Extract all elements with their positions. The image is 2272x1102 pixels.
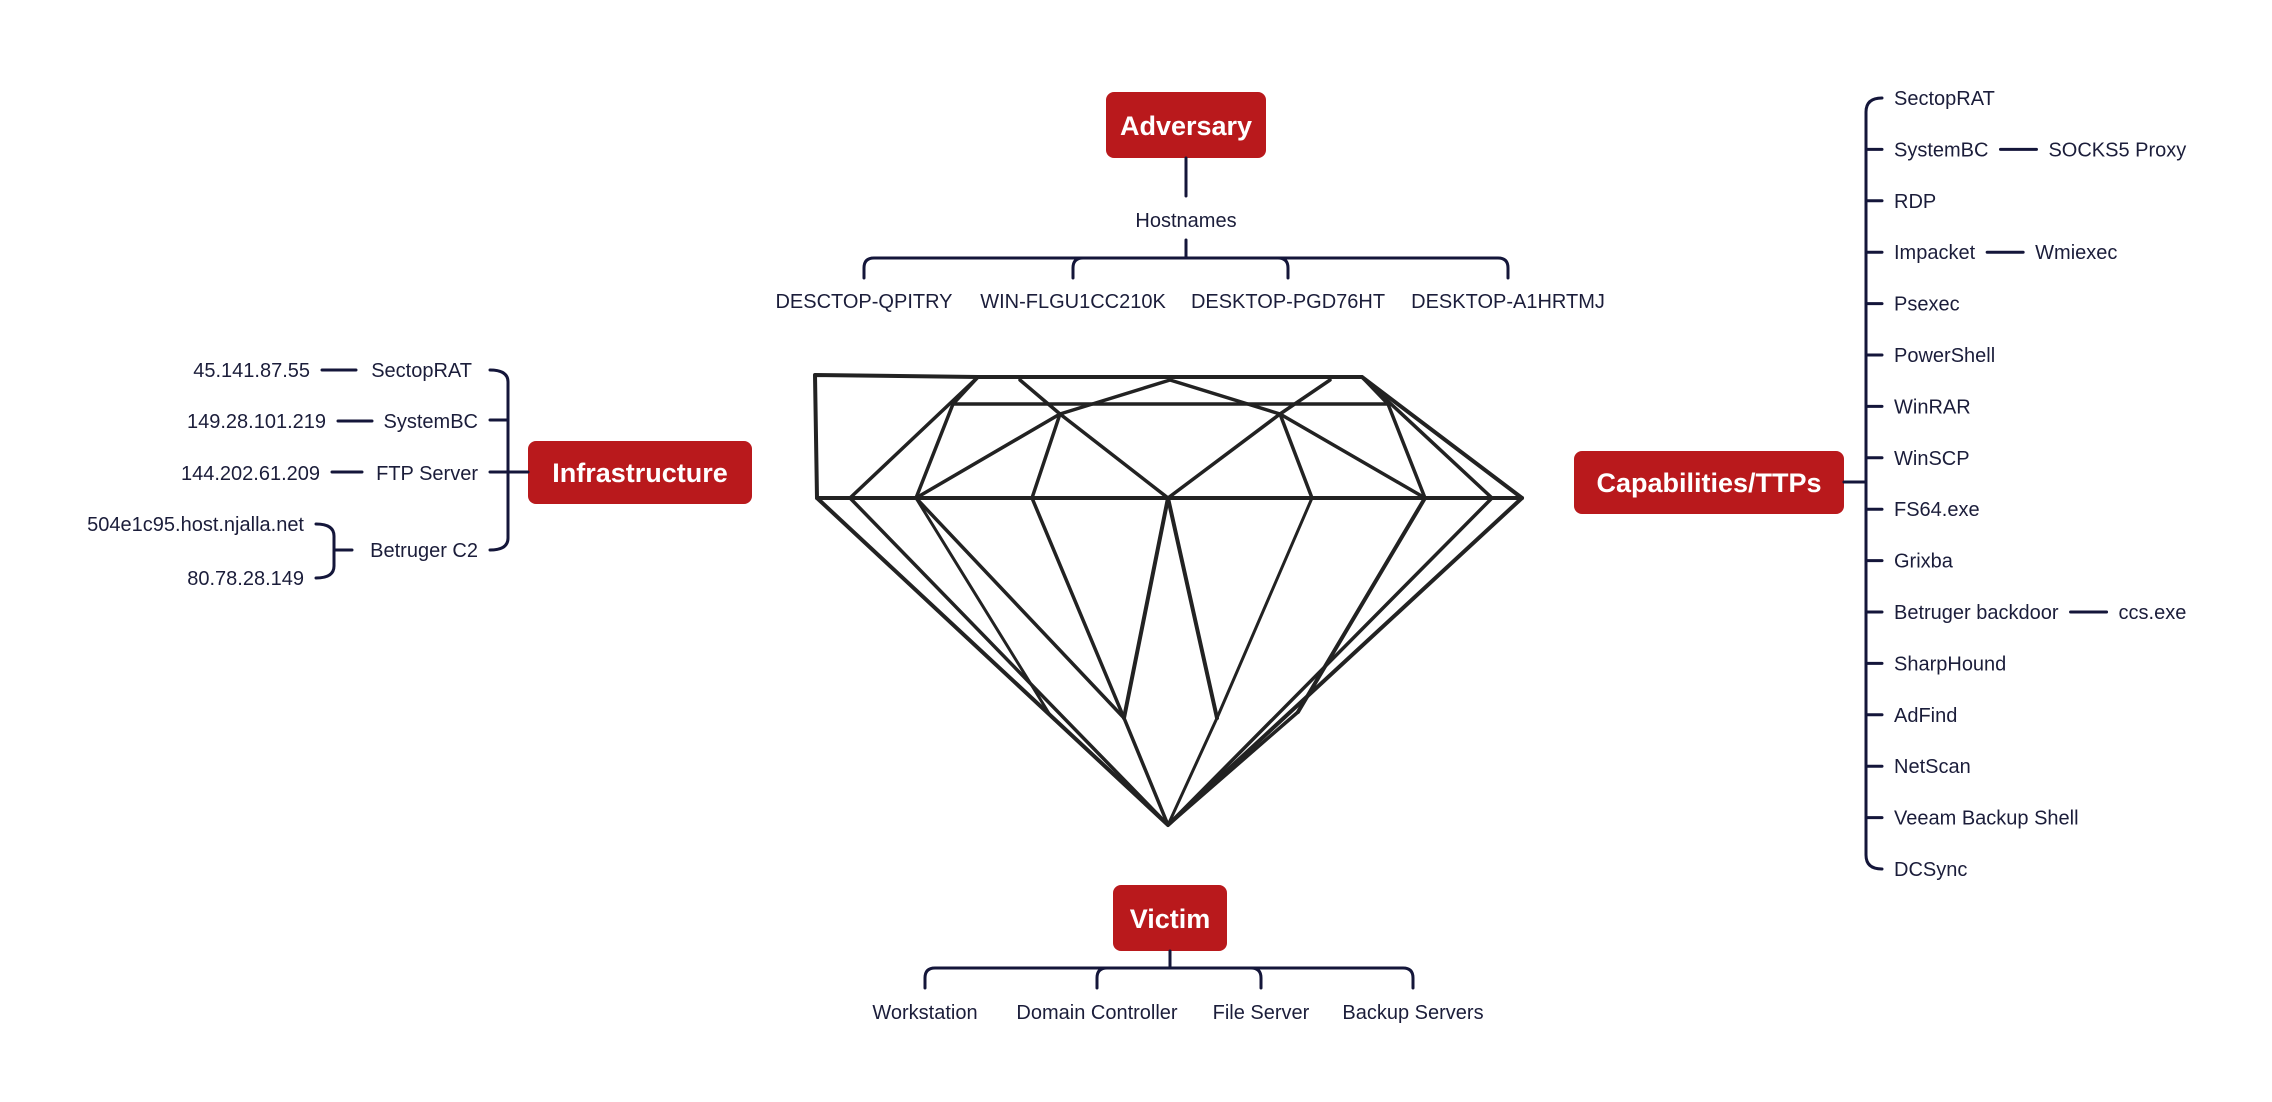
victim-item: Backup Servers (1342, 1002, 1483, 1024)
diamond-gem-icon (813, 373, 1524, 827)
capability-item: WinSCP (1894, 448, 1970, 470)
hostname-item: WIN-FLGU1CC210K (980, 291, 1166, 313)
capability-item: Impacket (1894, 242, 1976, 264)
capability-item: SystemBC (1894, 139, 1988, 161)
infra-tool: Betruger C2 (370, 540, 478, 562)
infra-tool: FTP Server (376, 463, 478, 485)
victim-item: Domain Controller (1016, 1002, 1178, 1024)
hostname-item: DESCTOP-QPITRY (775, 291, 952, 313)
capability-item: SharpHound (1894, 653, 2006, 675)
adversary-box[interactable] (1106, 92, 1266, 158)
capability-item: FS64.exe (1894, 499, 1980, 521)
victim-item: Workstation (872, 1002, 977, 1024)
hostnames-label: Hostnames (1135, 210, 1236, 232)
capability-item: AdFind (1894, 705, 1957, 727)
capability-item: Veeam Backup Shell (1894, 808, 2079, 830)
infrastructure-box[interactable] (528, 441, 752, 504)
capability-subitem: Wmiexec (2035, 242, 2117, 264)
infra-host: 80.78.28.149 (187, 568, 304, 590)
capability-item: RDP (1894, 191, 1936, 213)
hostname-item: DESKTOP-PGD76HT (1191, 291, 1385, 313)
capability-item: PowerShell (1894, 345, 1995, 367)
capabilities-box[interactable] (1574, 451, 1844, 514)
capability-subitem: ccs.exe (2119, 602, 2187, 624)
capability-item: Betruger backdoor (1894, 602, 2059, 624)
capabilities-section: Capabilities/TTPs SectopRAT SystemBC SOCKS… (1574, 88, 2186, 881)
capability-item: DCSync (1894, 859, 1967, 881)
adversary-section: Adversary Hostnames DESCTOP-QPITRY WIN-F… (775, 92, 1605, 313)
infra-host: 504e1c95.host.njalla.net (87, 514, 304, 536)
infra-ip: 45.141.87.55 (193, 360, 310, 382)
capability-item: NetScan (1894, 756, 1971, 778)
adversary-title: Adversary (1120, 111, 1252, 141)
capability-subitem: SOCKS5 Proxy (2048, 139, 2186, 161)
victim-item: File Server (1213, 1002, 1310, 1024)
infra-ip: 144.202.61.209 (181, 463, 320, 485)
infrastructure-title: Infrastructure (552, 458, 728, 488)
victim-section: Victim Workstation Domain Controller Fil… (872, 885, 1484, 1024)
capability-item: Psexec (1894, 294, 1960, 316)
capabilities-title: Capabilities/TTPs (1596, 468, 1821, 498)
hostname-item: DESKTOP-A1HRTMJ (1411, 291, 1605, 313)
capability-item: SectopRAT (1894, 88, 1995, 110)
victim-box[interactable] (1113, 885, 1227, 951)
capability-item: WinRAR (1894, 396, 1971, 418)
infrastructure-section: Infrastructure 45.141.87.55 SectopRAT 14… (87, 360, 752, 590)
infra-ip: 149.28.101.219 (187, 411, 326, 433)
infra-tool: SystemBC (384, 411, 478, 433)
victim-title: Victim (1130, 904, 1211, 934)
capability-item: Grixba (1894, 551, 1954, 573)
infra-tool: SectopRAT (371, 360, 472, 382)
